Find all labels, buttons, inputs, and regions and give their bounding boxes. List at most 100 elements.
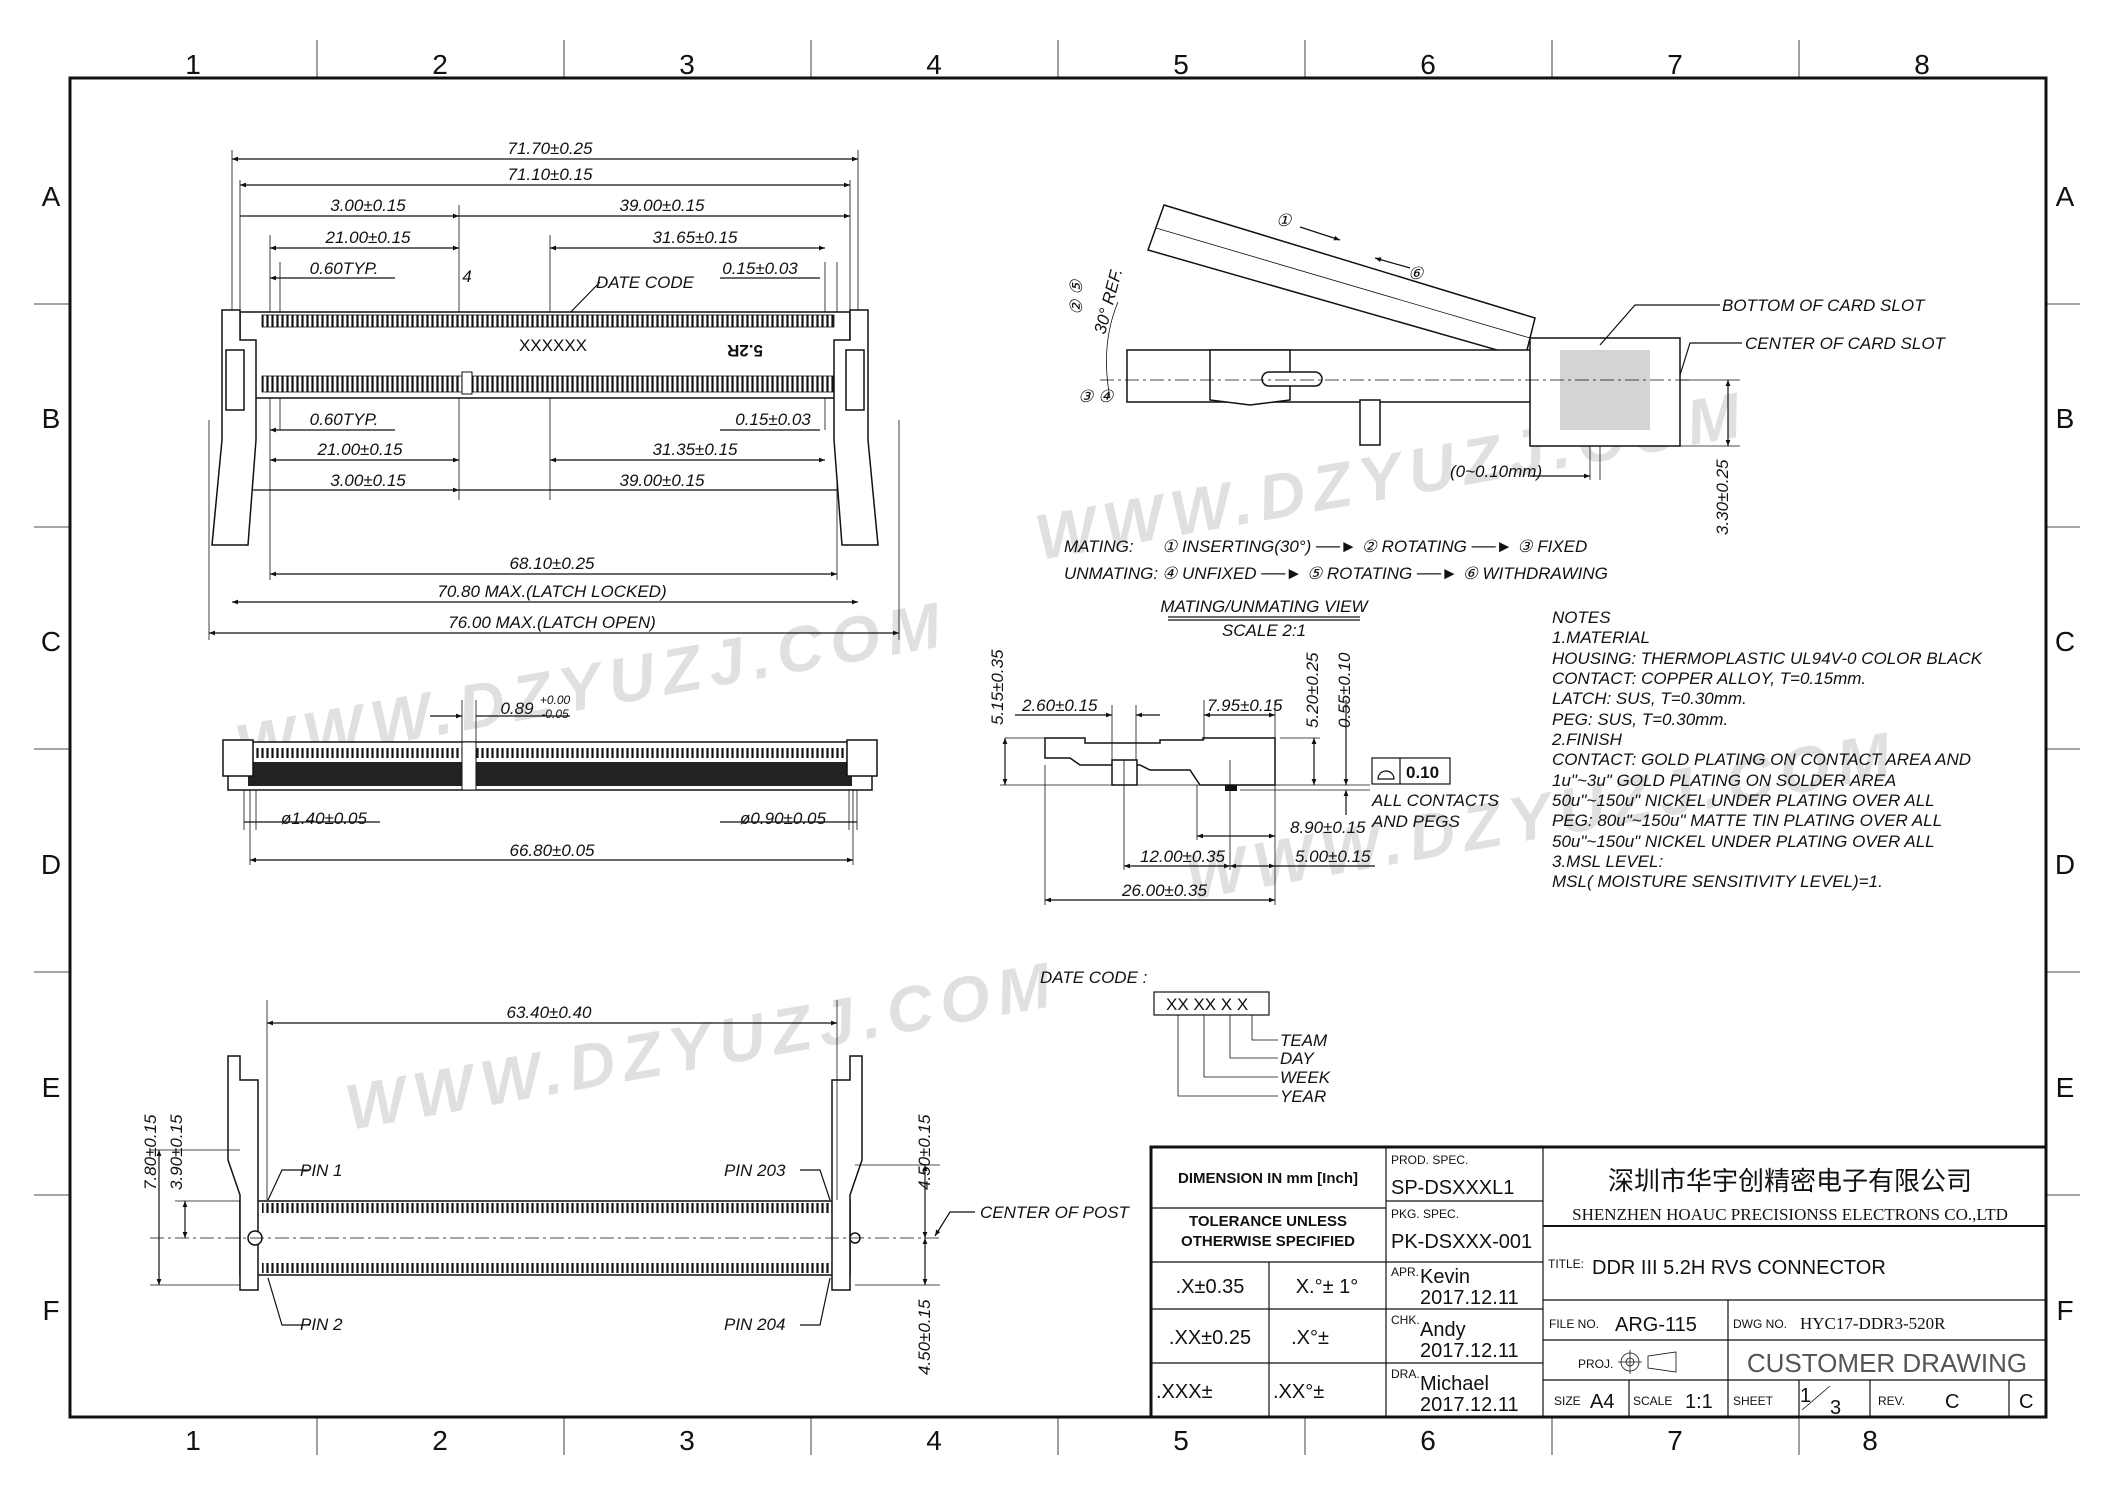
dimension-label: 0.60TYP. xyxy=(310,259,379,278)
key-label: 4 xyxy=(462,267,471,286)
grid-col-label: 2 xyxy=(432,49,448,80)
note-line: NOTES xyxy=(1552,608,1611,627)
grid-row-label: E xyxy=(42,1072,61,1103)
dimension-label: 21.00±0.15 xyxy=(325,228,412,247)
grid-row-label: D xyxy=(2055,849,2075,880)
dimension-label: 70.80 MAX.(LATCH LOCKED) xyxy=(437,582,666,601)
grid-row-label: F xyxy=(42,1295,59,1326)
dimension-unit: DIMENSION IN mm [Inch] xyxy=(1178,1170,1358,1187)
note-line: 1.MATERIAL xyxy=(1552,628,1650,647)
title-block: DIMENSION IN mm [Inch] TOLERANCE UNLESS … xyxy=(1149,1145,2048,1419)
grid-col-label: 1 xyxy=(185,1425,201,1456)
front-view: 0.89 +0.00 -0.05 ø1.40±0.05 ø0.90±0.05 6… xyxy=(222,693,878,865)
dimension-label: 7.80±0.15 xyxy=(141,1114,160,1190)
unmating-label: UNMATING: xyxy=(1064,564,1158,583)
tolerance-xx: .XX±0.25 xyxy=(1169,1327,1251,1349)
scale-label: SCALE xyxy=(1633,1394,1672,1408)
grid-col-label: 3 xyxy=(679,1425,695,1456)
flatness-note: AND PEGS xyxy=(1371,812,1461,831)
dimension-label: 5.20±0.25 xyxy=(1303,652,1322,728)
title-label: TITLE: xyxy=(1548,1257,1584,1271)
pkg-spec: PK-DSXXX-001 xyxy=(1391,1231,1532,1253)
grid-col-label: 5 xyxy=(1173,49,1189,80)
notes: NOTES 1.MATERIAL HOUSING: THERMOPLASTIC … xyxy=(1551,608,1983,891)
tolerance-angle-xx: .X°± xyxy=(1291,1327,1329,1349)
dimension-label: 71.10±0.15 xyxy=(508,165,594,184)
view-scale: SCALE 2:1 xyxy=(1222,621,1306,640)
note-line: HOUSING: THERMOPLASTIC UL94V-0 COLOR BLA… xyxy=(1552,649,1983,668)
dimension-label: ø1.40±0.05 xyxy=(281,809,367,828)
grid-row-label: B xyxy=(42,403,61,434)
checker-name: Andy xyxy=(1420,1319,1466,1341)
unmating-steps: ④ UNFIXED ──► ⑤ ROTATING ──► ⑥ WITHDRAWI… xyxy=(1162,564,1608,583)
grid-col-label: 5 xyxy=(1173,1425,1189,1456)
grid-col-label: 6 xyxy=(1420,1425,1436,1456)
third-angle-projection-icon xyxy=(1618,1350,1677,1374)
dimension-label: 76.00 MAX.(LATCH OPEN) xyxy=(448,613,656,632)
marking-code: XXXXXX xyxy=(519,336,587,355)
pin-label: PIN 204 xyxy=(724,1315,785,1334)
pin-label: PIN 2 xyxy=(300,1315,343,1334)
dimension-label: 39.00±0.15 xyxy=(620,196,706,215)
dimension-label: 63.40±0.40 xyxy=(507,1003,593,1022)
drawing-type: CUSTOMER DRAWING xyxy=(1747,1348,2027,1378)
note-line: PEG: 80u"~150u" MATTE TIN PLATING OVER A… xyxy=(1552,811,1942,830)
date-code-legend: DATE CODE : XX XX X X TEAM DAY WEEK YEAR xyxy=(1040,968,1331,1106)
paper-size: A4 xyxy=(1590,1391,1614,1413)
prod-spec: SP-DSXXXL1 xyxy=(1391,1177,1514,1199)
grid-row-label: C xyxy=(41,626,61,657)
grid-row-label: A xyxy=(2056,181,2075,212)
dimension-label: 31.65±0.15 xyxy=(653,228,739,247)
dimension-label: 0.89 xyxy=(500,699,534,718)
sheet-total: 3 xyxy=(1830,1397,1841,1419)
note-line: PEG: SUS, T=0.30mm. xyxy=(1552,710,1728,729)
size-label: SIZE xyxy=(1554,1394,1581,1408)
drawing-frame: 1 2 3 4 5 6 7 8 1 2 3 4 5 6 7 8 A B C D … xyxy=(34,40,2080,1456)
dwg-no-label: DWG NO. xyxy=(1733,1317,1787,1331)
dimension-label: 3.00±0.15 xyxy=(330,471,406,490)
date-code-week: WEEK xyxy=(1280,1068,1331,1087)
date-code-callout: DATE CODE xyxy=(596,273,695,292)
pin-label: PIN 1 xyxy=(300,1161,343,1180)
marking-height: 5.2R xyxy=(727,341,763,360)
tolerance-angle-xxx: .XX°± xyxy=(1273,1381,1324,1403)
step-marker: ⑥ xyxy=(1408,264,1424,283)
view-title: MATING/UNMATING VIEW xyxy=(1160,597,1369,616)
grid-row-label: A xyxy=(42,181,61,212)
drafter-label: DRA. xyxy=(1391,1367,1420,1381)
grid-row-label: E xyxy=(2056,1072,2075,1103)
drafter-date: 2017.12.11 xyxy=(1420,1394,1519,1416)
grid-col-label: 2 xyxy=(432,1425,448,1456)
dimension-label: 21.00±0.15 xyxy=(317,440,404,459)
dwg-no: HYC17-DDR3-520R xyxy=(1800,1314,1946,1333)
angle-label: 30° REF. xyxy=(1091,266,1127,336)
dimension-label: 3.90±0.15 xyxy=(167,1114,186,1190)
grid-col-label: 7 xyxy=(1667,1425,1683,1456)
revision-box: C xyxy=(2019,1391,2033,1413)
revision: C xyxy=(1945,1391,1959,1413)
approver-name: Kevin xyxy=(1420,1266,1470,1288)
step-marker: ② ⑤ xyxy=(1067,279,1086,315)
center-of-post-label: CENTER OF POST xyxy=(980,1203,1131,1222)
grid-col-label: 4 xyxy=(926,49,942,80)
dimension-label: 0.15±0.03 xyxy=(735,410,811,429)
dimension-label: 26.00±0.35 xyxy=(1121,881,1208,900)
tolerance-angle-x: X.°± 1° xyxy=(1296,1276,1359,1298)
dimension-label: 3.30±0.25 xyxy=(1713,459,1732,535)
drawing-title: DDR III 5.2H RVS CONNECTOR xyxy=(1592,1257,1886,1279)
bottom-view: 63.40±0.40 PIN 1 PIN 203 PIN 2 PIN 204 C… xyxy=(141,1000,1131,1375)
mating-steps: ① INSERTING(30°) ──► ② ROTATING ──► ③ FI… xyxy=(1162,537,1587,556)
note-line: MSL( MOISTURE SENSITIVITY LEVEL)=1. xyxy=(1552,872,1883,891)
step-marker: ① xyxy=(1276,211,1292,230)
dimension-label: 2.60±0.15 xyxy=(1021,696,1098,715)
grid-col-label: 8 xyxy=(1862,1425,1878,1456)
dimension-label: 4.50±0.15 xyxy=(915,1299,934,1375)
flatness-callout: 0.10 xyxy=(1371,757,1451,785)
gap-label: (0~0.10mm) xyxy=(1450,462,1542,481)
date-code-label: DATE CODE : xyxy=(1040,968,1148,987)
grid-col-label: 8 xyxy=(1914,49,1930,80)
approver-label: APR. xyxy=(1391,1265,1419,1279)
sheet-label: SHEET xyxy=(1733,1394,1774,1408)
date-code-format: XX XX X X xyxy=(1166,995,1248,1014)
